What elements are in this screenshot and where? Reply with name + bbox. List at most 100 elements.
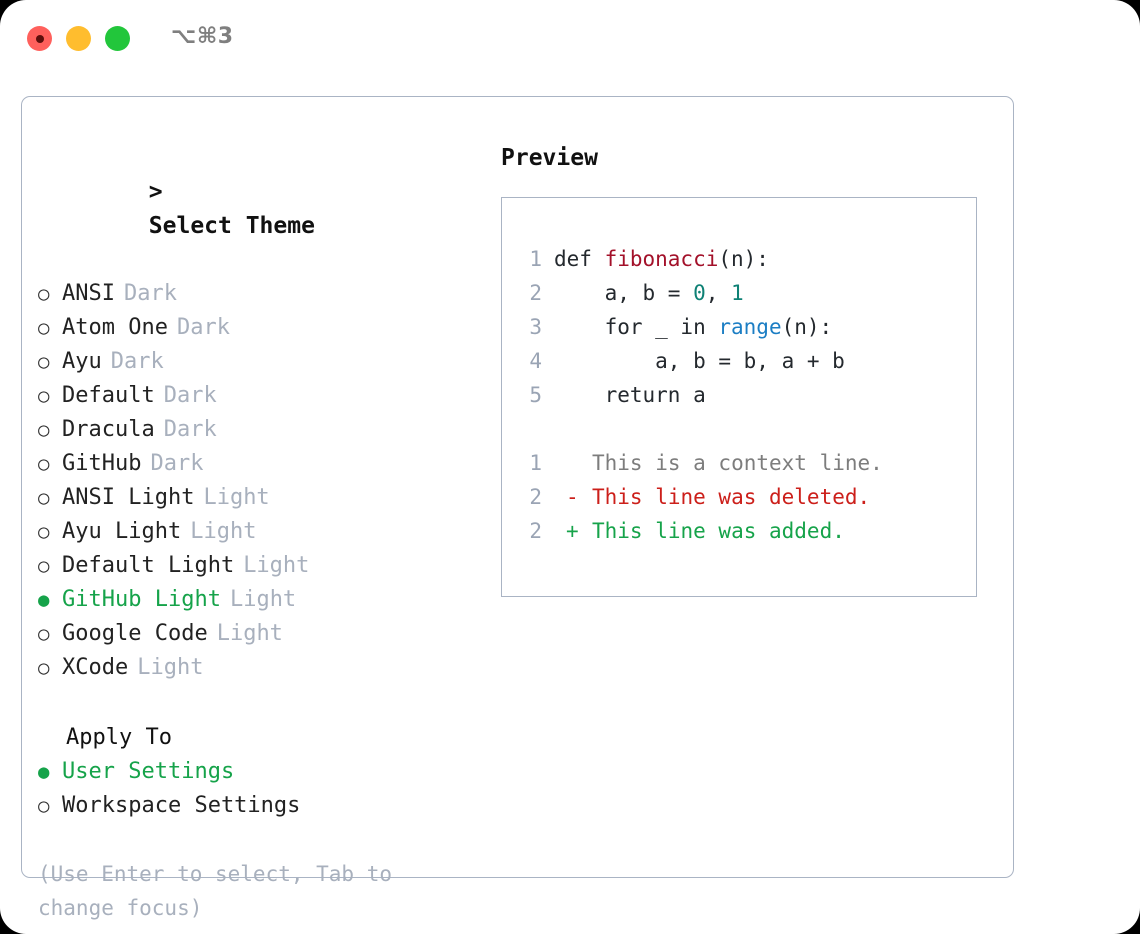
theme-option-label: ANSI	[62, 281, 115, 306]
code-line: 2 a, b = 0, 1	[516, 276, 976, 310]
theme-option-variant: Dark	[163, 417, 217, 442]
code-token: a, b =	[554, 281, 694, 305]
maximize-button[interactable]	[105, 26, 130, 51]
theme-option-variant: Dark	[110, 349, 164, 374]
diff-marker-icon	[554, 446, 592, 480]
theme-option-label: Ayu	[62, 349, 102, 374]
code-line-number: 2	[529, 281, 542, 305]
code-token: fibonacci	[604, 247, 719, 271]
diff-line-text: This is a context line.	[592, 451, 883, 475]
theme-option-variant: Dark	[123, 281, 177, 306]
caret-icon: >	[148, 179, 163, 205]
radio-unselected-icon: ○	[38, 487, 50, 509]
code-token: return a	[554, 383, 706, 407]
radio-unselected-icon: ○	[38, 283, 50, 305]
radio-unselected-icon: ○	[38, 555, 50, 577]
radio-unselected-icon: ○	[38, 521, 50, 543]
window-controls	[27, 26, 130, 51]
theme-option-variant: Light	[137, 655, 204, 680]
theme-option-variant: Light	[216, 621, 283, 646]
apply-to-list: ●User Settings ○ Workspace Settings	[38, 755, 478, 823]
keyboard-shortcut-label: ⌥⌘3	[171, 24, 234, 49]
code-line-number: 5	[529, 383, 542, 407]
theme-option-google-code[interactable]: ○ Google Code Light	[38, 617, 478, 651]
spacer	[516, 412, 976, 446]
apply-to-option-user-settings[interactable]: ●User Settings	[38, 755, 478, 789]
code-token: 0	[693, 281, 706, 305]
code-line: 3 for _ in range(n):	[516, 310, 976, 344]
apply-to-header: Apply To	[66, 725, 172, 750]
code-token: def	[554, 247, 605, 271]
preview-title: Preview	[501, 145, 598, 171]
theme-option-default-light[interactable]: ○ Default Light Light	[38, 549, 478, 583]
theme-option-label: Ayu Light	[62, 519, 182, 544]
diff-marker-icon: +	[566, 519, 579, 543]
keyboard-hint: (Use Enter to select, Tab to change focu…	[38, 862, 405, 920]
radio-unselected-icon: ○	[38, 795, 50, 817]
minimize-button[interactable]	[66, 26, 91, 51]
diff-line: 1 This is a context line.	[516, 446, 976, 480]
theme-option-label: Google Code	[62, 621, 208, 646]
diff-block: 1 This is a context line.2-This line was…	[516, 446, 976, 548]
theme-option-label: ANSI Light	[62, 485, 195, 510]
theme-option-ayu[interactable]: ○ Ayu Dark	[38, 345, 478, 379]
code-line-content: return a	[554, 378, 706, 412]
diff-line-text: This line was deleted.	[592, 485, 871, 509]
select-theme-header: > Select Theme	[38, 141, 478, 277]
code-line: 1 def fibonacci(n):	[516, 242, 976, 276]
radio-unselected-icon: ○	[38, 419, 50, 441]
theme-option-label: Atom One	[62, 315, 168, 340]
theme-option-variant: Light	[190, 519, 257, 544]
theme-option-variant: Dark	[176, 315, 230, 340]
theme-option-label: Default Light	[62, 553, 235, 578]
diff-line-number: 2	[529, 485, 542, 509]
code-token: (n):	[781, 315, 833, 339]
diff-line-text: This line was added.	[592, 519, 845, 543]
theme-option-atom-one[interactable]: ○ Atom One Dark	[38, 311, 478, 345]
code-line-number: 4	[529, 349, 542, 373]
radio-unselected-icon: ○	[38, 623, 50, 645]
theme-option-label: XCode	[62, 655, 129, 680]
code-token: a, b = b, a + b	[554, 349, 845, 373]
theme-option-label: GitHub Light	[62, 587, 221, 612]
theme-option-ansi[interactable]: ○ ANSI Dark	[38, 277, 478, 311]
theme-option-label: GitHub	[62, 451, 142, 476]
radio-unselected-icon: ○	[38, 385, 50, 407]
theme-option-variant: Light	[203, 485, 270, 510]
spacer	[38, 685, 478, 721]
code-line-number: 1	[529, 247, 542, 271]
theme-option-github[interactable]: ○ GitHub Dark	[38, 447, 478, 481]
code-token: (n):	[718, 247, 769, 271]
theme-option-ansi-light[interactable]: ○ ANSI Light Light	[38, 481, 478, 515]
code-token: 1	[731, 281, 744, 305]
theme-option-variant: Light	[229, 587, 297, 612]
theme-option-ayu-light[interactable]: ○ Ayu Light Light	[38, 515, 478, 549]
diff-marker-icon: -	[566, 485, 579, 509]
radio-unselected-icon: ○	[38, 453, 50, 475]
apply-to-option-workspace-settings[interactable]: ○ Workspace Settings	[38, 789, 478, 823]
diff-line: 2-This line was deleted.	[516, 480, 976, 514]
radio-unselected-icon: ○	[38, 317, 50, 339]
code-line: 4 a, b = b, a + b	[516, 344, 976, 378]
radio-unselected-icon: ○	[38, 351, 50, 373]
theme-option-variant: Dark	[150, 451, 204, 476]
theme-option-default[interactable]: ○ Default Dark	[38, 379, 478, 413]
theme-option-label: Default	[62, 383, 155, 408]
code-line-number: 3	[529, 315, 542, 339]
code-line-content: def fibonacci(n):	[554, 242, 769, 276]
theme-option-variant: Light	[243, 553, 310, 578]
apply-to-option-label: Workspace Settings	[62, 793, 301, 818]
code-token: range	[718, 315, 782, 339]
close-button[interactable]	[27, 26, 52, 51]
theme-option-variant: Dark	[163, 383, 217, 408]
code-line-content: a, b = 0, 1	[554, 276, 744, 310]
